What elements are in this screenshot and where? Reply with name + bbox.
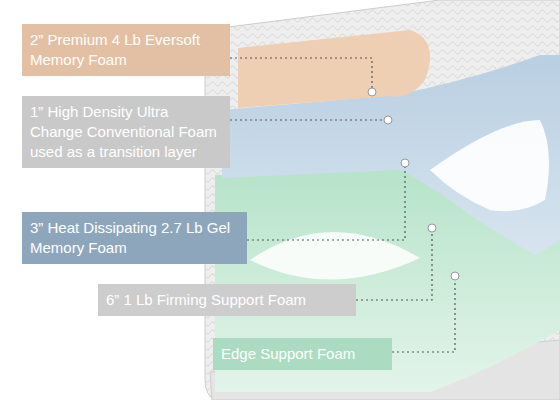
label-box: 3” Heat Dissipating 2.7 Lb Gel Memory Fo… bbox=[22, 212, 247, 264]
label-text: 6” 1 Lb Firming Support Foam bbox=[106, 290, 348, 310]
leader-dot bbox=[384, 116, 392, 124]
leader-dots bbox=[368, 88, 459, 280]
transition-layer bbox=[430, 120, 549, 211]
mattress-cover bbox=[205, 0, 560, 400]
leader-dot bbox=[428, 224, 436, 232]
leader-dot bbox=[451, 272, 459, 280]
label-text: 1” High Density Ultra Change Conventiona… bbox=[30, 102, 222, 162]
leader-line bbox=[356, 228, 432, 300]
leader-dot bbox=[368, 88, 376, 96]
leader-dot bbox=[401, 159, 409, 167]
leader-line bbox=[247, 163, 405, 240]
label-box: Edge Support Foam bbox=[213, 338, 392, 370]
label-text: 3” Heat Dissipating 2.7 Lb Gel Memory Fo… bbox=[30, 218, 239, 258]
leader-line bbox=[230, 119, 388, 120]
label-box: 6” 1 Lb Firming Support Foam bbox=[98, 284, 356, 316]
label-box: 2” Premium 4 Lb Eversoft Memory Foam bbox=[22, 24, 230, 76]
firming-insert bbox=[250, 232, 420, 280]
label-box: 1” High Density Ultra Change Conventiona… bbox=[22, 96, 230, 168]
leader-line bbox=[230, 58, 372, 92]
label-text: Edge Support Foam bbox=[221, 344, 384, 364]
memory-foam-layer bbox=[238, 30, 430, 108]
label-text: 2” Premium 4 Lb Eversoft Memory Foam bbox=[30, 30, 222, 70]
leader-line bbox=[392, 276, 455, 352]
